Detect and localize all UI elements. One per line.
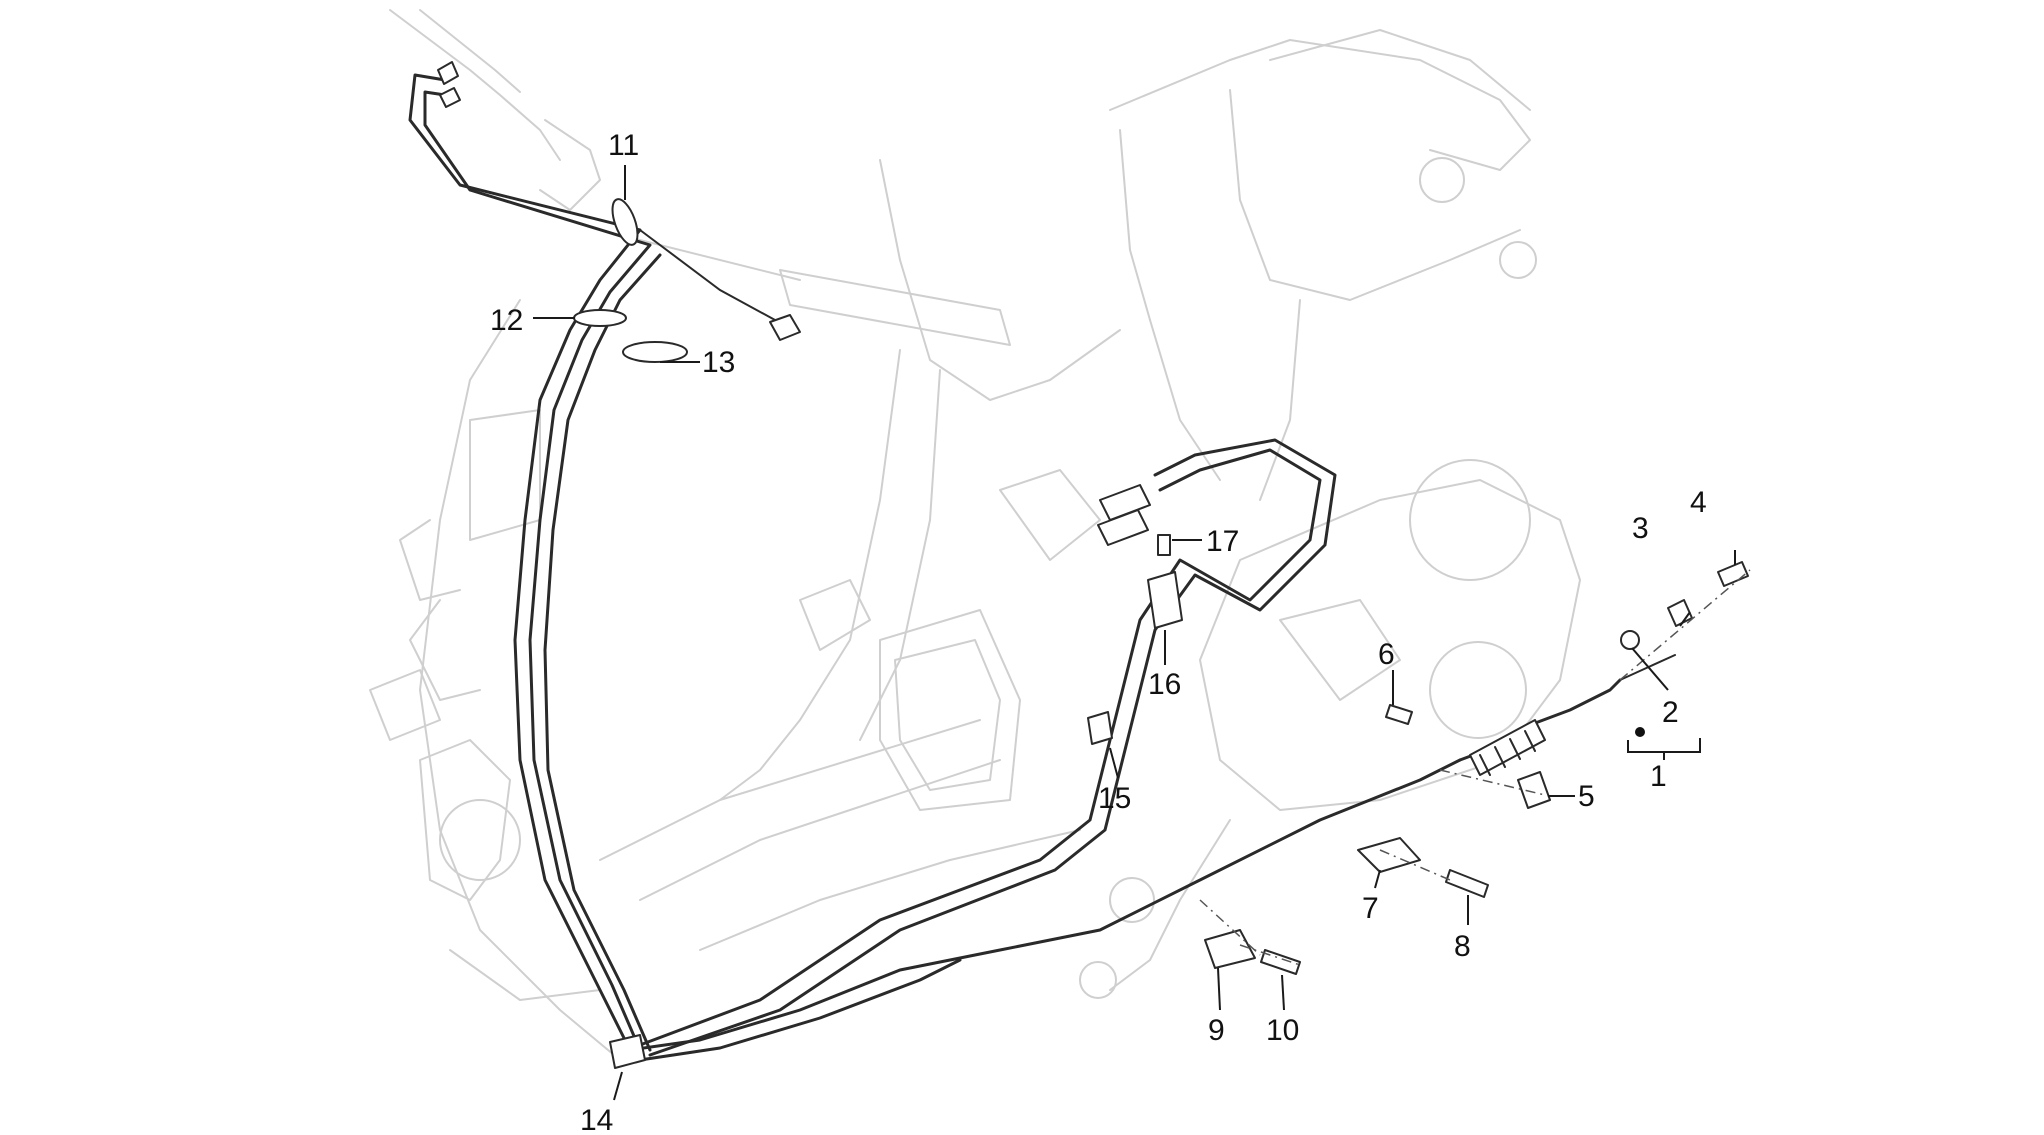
callout-10: 10 bbox=[1266, 1014, 1299, 1047]
cable-tie-11 bbox=[611, 198, 639, 246]
leader-lines bbox=[533, 165, 1736, 1101]
bracket-clip-16 bbox=[1147, 571, 1183, 629]
callout-7: 7 bbox=[1362, 892, 1379, 925]
bolt-17 bbox=[1157, 534, 1171, 556]
callout-14: 14 bbox=[580, 1104, 613, 1135]
adjuster-3 bbox=[1667, 599, 1693, 627]
callout-3: 3 bbox=[1632, 512, 1649, 545]
callout-16: 16 bbox=[1148, 668, 1181, 701]
cable-tie-12 bbox=[573, 309, 627, 327]
callout-5: 5 bbox=[1578, 780, 1595, 813]
cable-clip-15 bbox=[1087, 711, 1113, 745]
bolt-10 bbox=[1260, 949, 1301, 975]
bracket-9 bbox=[1204, 929, 1256, 969]
callout-12: 12 bbox=[490, 304, 523, 337]
pin-4 bbox=[1717, 561, 1749, 587]
callout-4: 4 bbox=[1690, 486, 1707, 519]
bolt-8 bbox=[1445, 869, 1489, 898]
cable-harness bbox=[408, 61, 1676, 1062]
bolt-6 bbox=[1385, 704, 1413, 725]
callout-11: 11 bbox=[608, 129, 639, 162]
floor-clip-14 bbox=[609, 1034, 646, 1069]
adjuster-nut-2 bbox=[1620, 630, 1640, 650]
hose-fitting-top-2 bbox=[439, 87, 461, 108]
hose-fitting-left bbox=[769, 314, 801, 341]
cable-end-dot bbox=[1635, 727, 1645, 737]
hose-fitting-mid-1 bbox=[1099, 484, 1151, 521]
scooter-frame bbox=[369, 9, 1581, 1061]
callout-17: 17 bbox=[1206, 525, 1239, 558]
callout-labels: 1 2 3 4 5 6 7 8 9 10 11 12 13 14 15 16 1… bbox=[490, 129, 1707, 1135]
assembly-axes bbox=[1199, 569, 1751, 966]
hose-fitting-mid-2 bbox=[1097, 509, 1149, 546]
cable-holder-5 bbox=[1517, 771, 1551, 809]
bracket-7 bbox=[1357, 837, 1421, 873]
callout-9: 9 bbox=[1208, 1014, 1225, 1047]
clips-and-hardware bbox=[573, 198, 1749, 1069]
callout-15: 15 bbox=[1098, 782, 1131, 815]
callout-8: 8 bbox=[1454, 930, 1471, 963]
cable-tie-13 bbox=[622, 341, 688, 363]
callout-6: 6 bbox=[1378, 638, 1395, 671]
callout-13: 13 bbox=[702, 346, 735, 379]
callout-2: 2 bbox=[1662, 696, 1679, 729]
hose-fitting-top-1 bbox=[437, 61, 459, 85]
callout-1: 1 bbox=[1650, 760, 1667, 793]
